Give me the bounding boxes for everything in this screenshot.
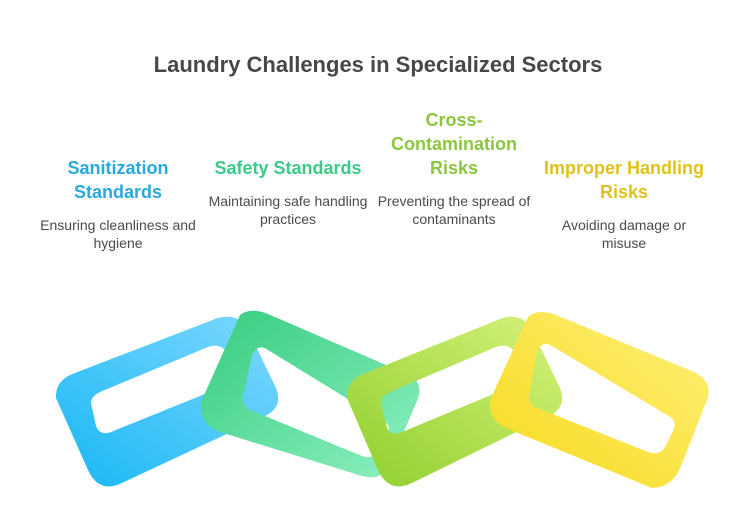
item-description: Avoiding damage or misuse (561, 217, 687, 251)
item-sanitization: Sanitization Standards Ensuring cleanlin… (38, 156, 198, 252)
chain-link-lime (346, 316, 563, 487)
item-heading: Cross-Contamination Risks (391, 110, 517, 178)
item-cross-contamination: Cross-Contamination Risks Preventing the… (374, 108, 534, 228)
chain-link-blue (55, 316, 279, 487)
diagram-title: Laundry Challenges in Specialized Sector… (153, 52, 603, 77)
item-heading: Improper Handling Risks (544, 158, 705, 202)
chain-link-yellow (490, 311, 709, 488)
item-safety: Safety Standards Maintaining safe handli… (208, 156, 368, 228)
item-description: Maintaining safe handling practices (208, 193, 368, 227)
item-description: Preventing the spread of contaminants (377, 193, 531, 227)
item-heading: Safety Standards (214, 158, 362, 178)
item-heading: Sanitization Standards (67, 158, 169, 202)
chain-link-green (200, 310, 420, 478)
item-description: Ensuring cleanliness and hygiene (40, 217, 196, 251)
item-improper-handling: Improper Handling Risks Avoiding damage … (544, 156, 704, 252)
